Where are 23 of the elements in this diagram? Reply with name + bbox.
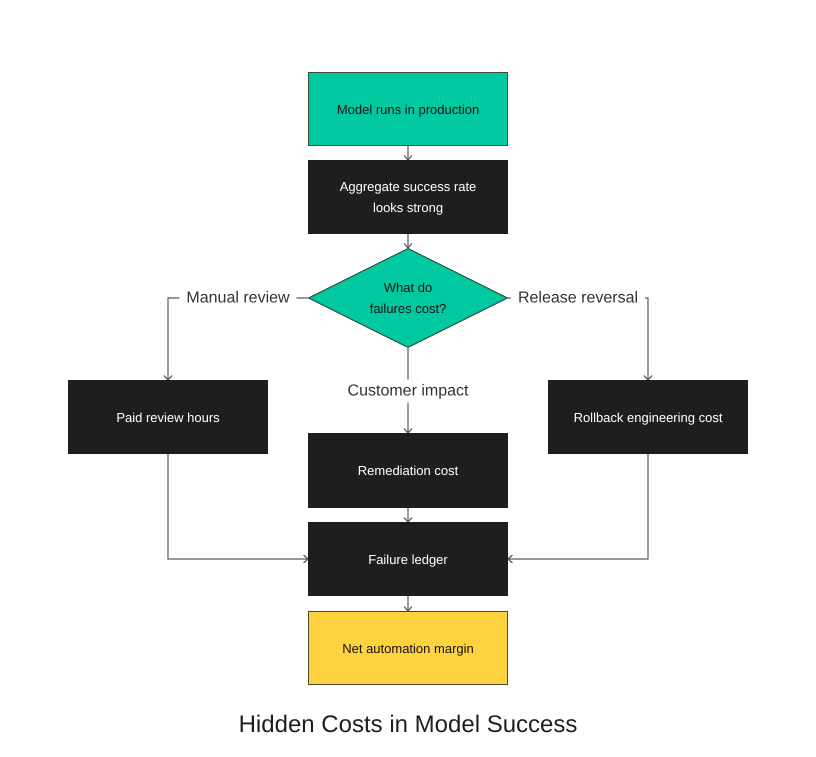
node-label: Net automation margin (341, 640, 475, 658)
result-box (308, 611, 508, 685)
arrow (167, 454, 309, 564)
decision-diamond (308, 248, 508, 348)
node-label: Model runs in production (336, 100, 480, 119)
node-label: Paid review hours (115, 408, 221, 426)
process-box (548, 380, 748, 454)
arrow (403, 234, 413, 249)
node-label: Aggregate success rate looks strong (338, 178, 478, 217)
process-box (308, 433, 508, 508)
arrow (403, 596, 413, 612)
node-label: What do failures cost? (368, 279, 448, 318)
diagram-title: Hidden Costs in Model Success (238, 711, 578, 739)
process-box (68, 380, 268, 454)
process-box (308, 160, 508, 234)
process-box (308, 522, 508, 596)
node-label: Failure ledger (367, 550, 449, 569)
arrow (507, 454, 649, 564)
node-label: Remediation cost (356, 462, 460, 480)
arrow (403, 508, 413, 523)
arrow (403, 146, 413, 161)
process-box (308, 72, 508, 146)
node-label: Rollback engineering cost (572, 408, 724, 427)
